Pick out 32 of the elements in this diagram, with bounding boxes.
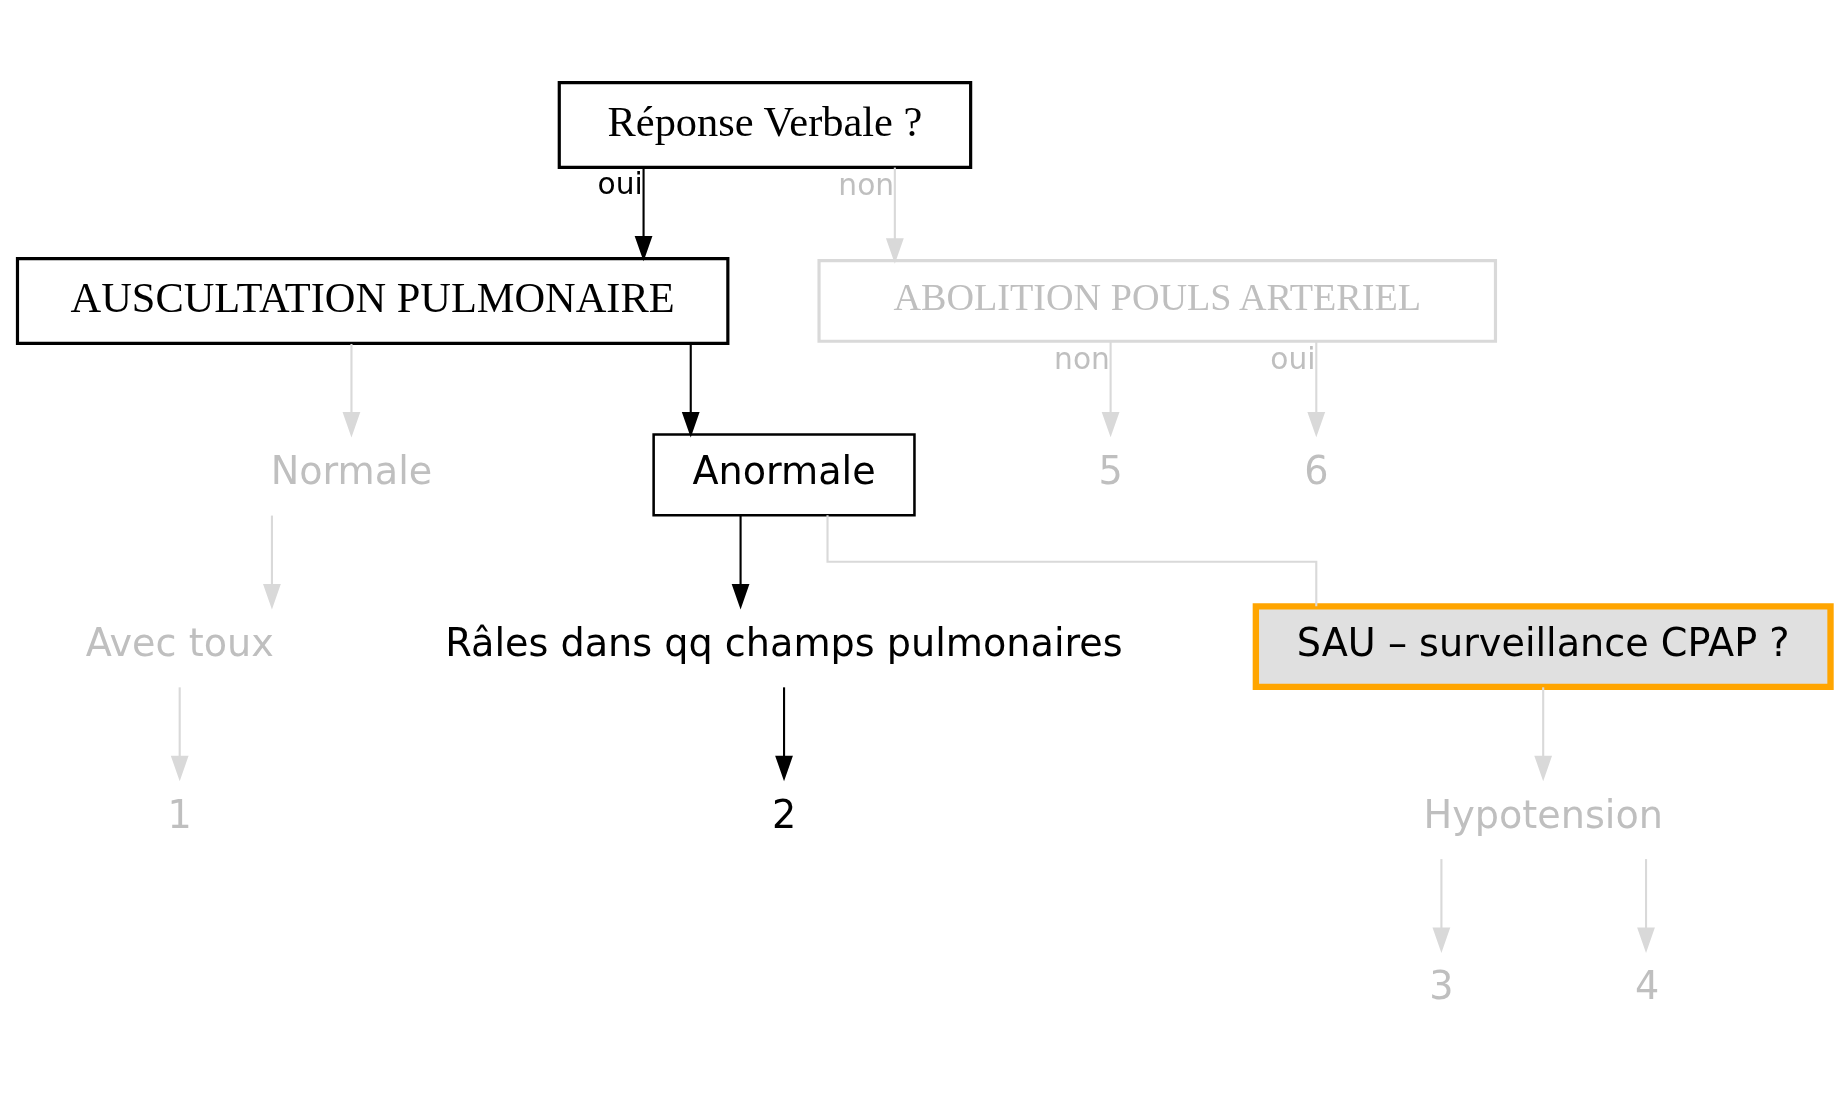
connector [825, 514, 1317, 606]
node-box: ABOLITION POULS ARTERIEL [816, 258, 1497, 343]
arrow [634, 167, 652, 261]
node-box: SAU – surveillance CPAP ? [1252, 602, 1834, 690]
arrow [774, 686, 793, 781]
node-text: Avec toux [85, 620, 274, 665]
arrow [1101, 340, 1120, 437]
node-text: Normale [270, 448, 432, 493]
node-box: AUSCULTATION PULMONAIRE [15, 256, 729, 345]
arrow [1306, 340, 1325, 437]
arrow [1533, 686, 1552, 781]
node-text: 5 [1097, 448, 1123, 493]
arrow [1432, 858, 1450, 953]
node-text: 1 [167, 792, 192, 837]
arrow [342, 343, 360, 437]
arrow [170, 686, 189, 781]
edge-label: non [837, 166, 894, 202]
arrow [262, 515, 281, 609]
node-text: 3 [1428, 963, 1454, 1008]
node-text: Râles dans qq champs pulmonaires [444, 620, 1123, 665]
node-text: 4 [1634, 963, 1659, 1008]
edge-label: non [1053, 340, 1110, 376]
node-text: 2 [771, 792, 796, 837]
node-box: Réponse Verbale ? [557, 80, 972, 169]
arrow [731, 515, 749, 609]
arrow [885, 167, 904, 264]
arrow [681, 343, 700, 437]
node-text: 6 [1303, 448, 1328, 493]
arrow [1636, 858, 1655, 953]
edge-label: oui [1269, 340, 1316, 376]
node-text: Hypotension [1422, 792, 1663, 837]
node-box: Anormale [651, 432, 916, 516]
